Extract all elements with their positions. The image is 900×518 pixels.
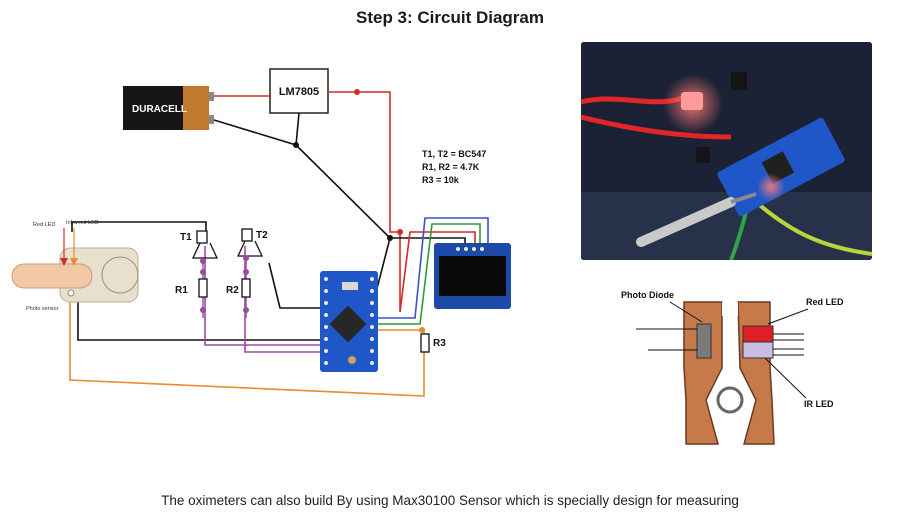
transistor-t1: T1 — [180, 230, 219, 259]
red-led-element — [742, 325, 774, 343]
clip-body — [683, 301, 775, 445]
clip-leads — [636, 301, 809, 399]
red-led-symbol — [60, 258, 68, 266]
resistor-r3: R3 — [420, 333, 446, 353]
t1-label: T1 — [180, 232, 192, 243]
battery-brand-label: DURACELL — [132, 104, 187, 115]
clip-red-led-label: Red LED — [806, 297, 844, 307]
r1-label: R1 — [175, 285, 188, 296]
infra-red-led-label: Infra red LED — [66, 220, 99, 226]
arduino-pro-mini — [320, 271, 378, 372]
transistor-t2: T2 — [236, 228, 268, 257]
page-title: Step 3: Circuit Diagram — [356, 8, 544, 27]
circuit-schematic: DURACELL LM7805 T1, T2 = BC547 R1, R2 = … — [11, 68, 511, 397]
ir-led-element — [742, 341, 774, 359]
caption-text: The oximeters can also build By using Ma… — [161, 493, 739, 508]
sensor-clip-diagram: Photo Diode Red LED IR LED — [621, 290, 844, 445]
note-r3: R3 = 10k — [422, 175, 460, 185]
r2-label: R2 — [226, 285, 239, 296]
photo-illustration — [581, 42, 872, 260]
ir-led-symbol — [70, 258, 78, 266]
photo-sensor-label: Photo sensor — [26, 306, 59, 312]
battery-9v: DURACELL — [123, 86, 214, 130]
red-led-label: Red LED — [33, 222, 55, 228]
note-r1-r2: R1, R2 = 4.7K — [422, 162, 480, 172]
regulator-lm7805: LM7805 — [269, 68, 329, 114]
ir-led-label: IR LED — [804, 399, 834, 409]
hardware-photo — [581, 42, 872, 260]
oled-display — [434, 243, 511, 309]
t2-label: T2 — [256, 230, 268, 241]
photo-diode-label: Photo Diode — [621, 290, 674, 300]
photo-diode-element — [696, 323, 712, 359]
r3-label: R3 — [433, 338, 446, 349]
finger-sensor: Red LED Infra red LED Photo sensor — [11, 220, 139, 312]
note-transistors: T1, T2 = BC547 — [422, 149, 486, 159]
regulator-label: LM7805 — [279, 86, 319, 98]
